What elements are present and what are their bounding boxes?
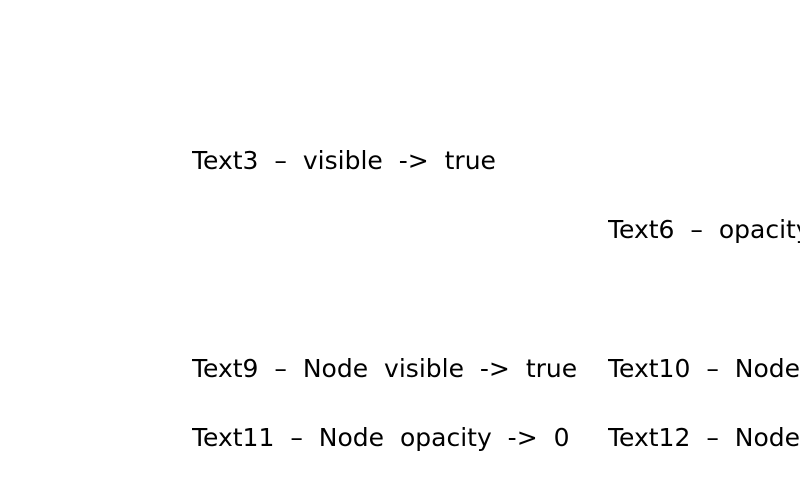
text3-label: Text3 – visible -> true	[192, 146, 496, 175]
text9-label: Text9 – Node visible -> true	[192, 354, 578, 383]
text10-label: Text10 – Node	[608, 354, 800, 383]
text6-label: Text6 – opacity	[608, 215, 800, 244]
text12-label: Text12 – Node	[608, 423, 800, 452]
text11-label: Text11 – Node opacity -> 0	[192, 423, 570, 452]
